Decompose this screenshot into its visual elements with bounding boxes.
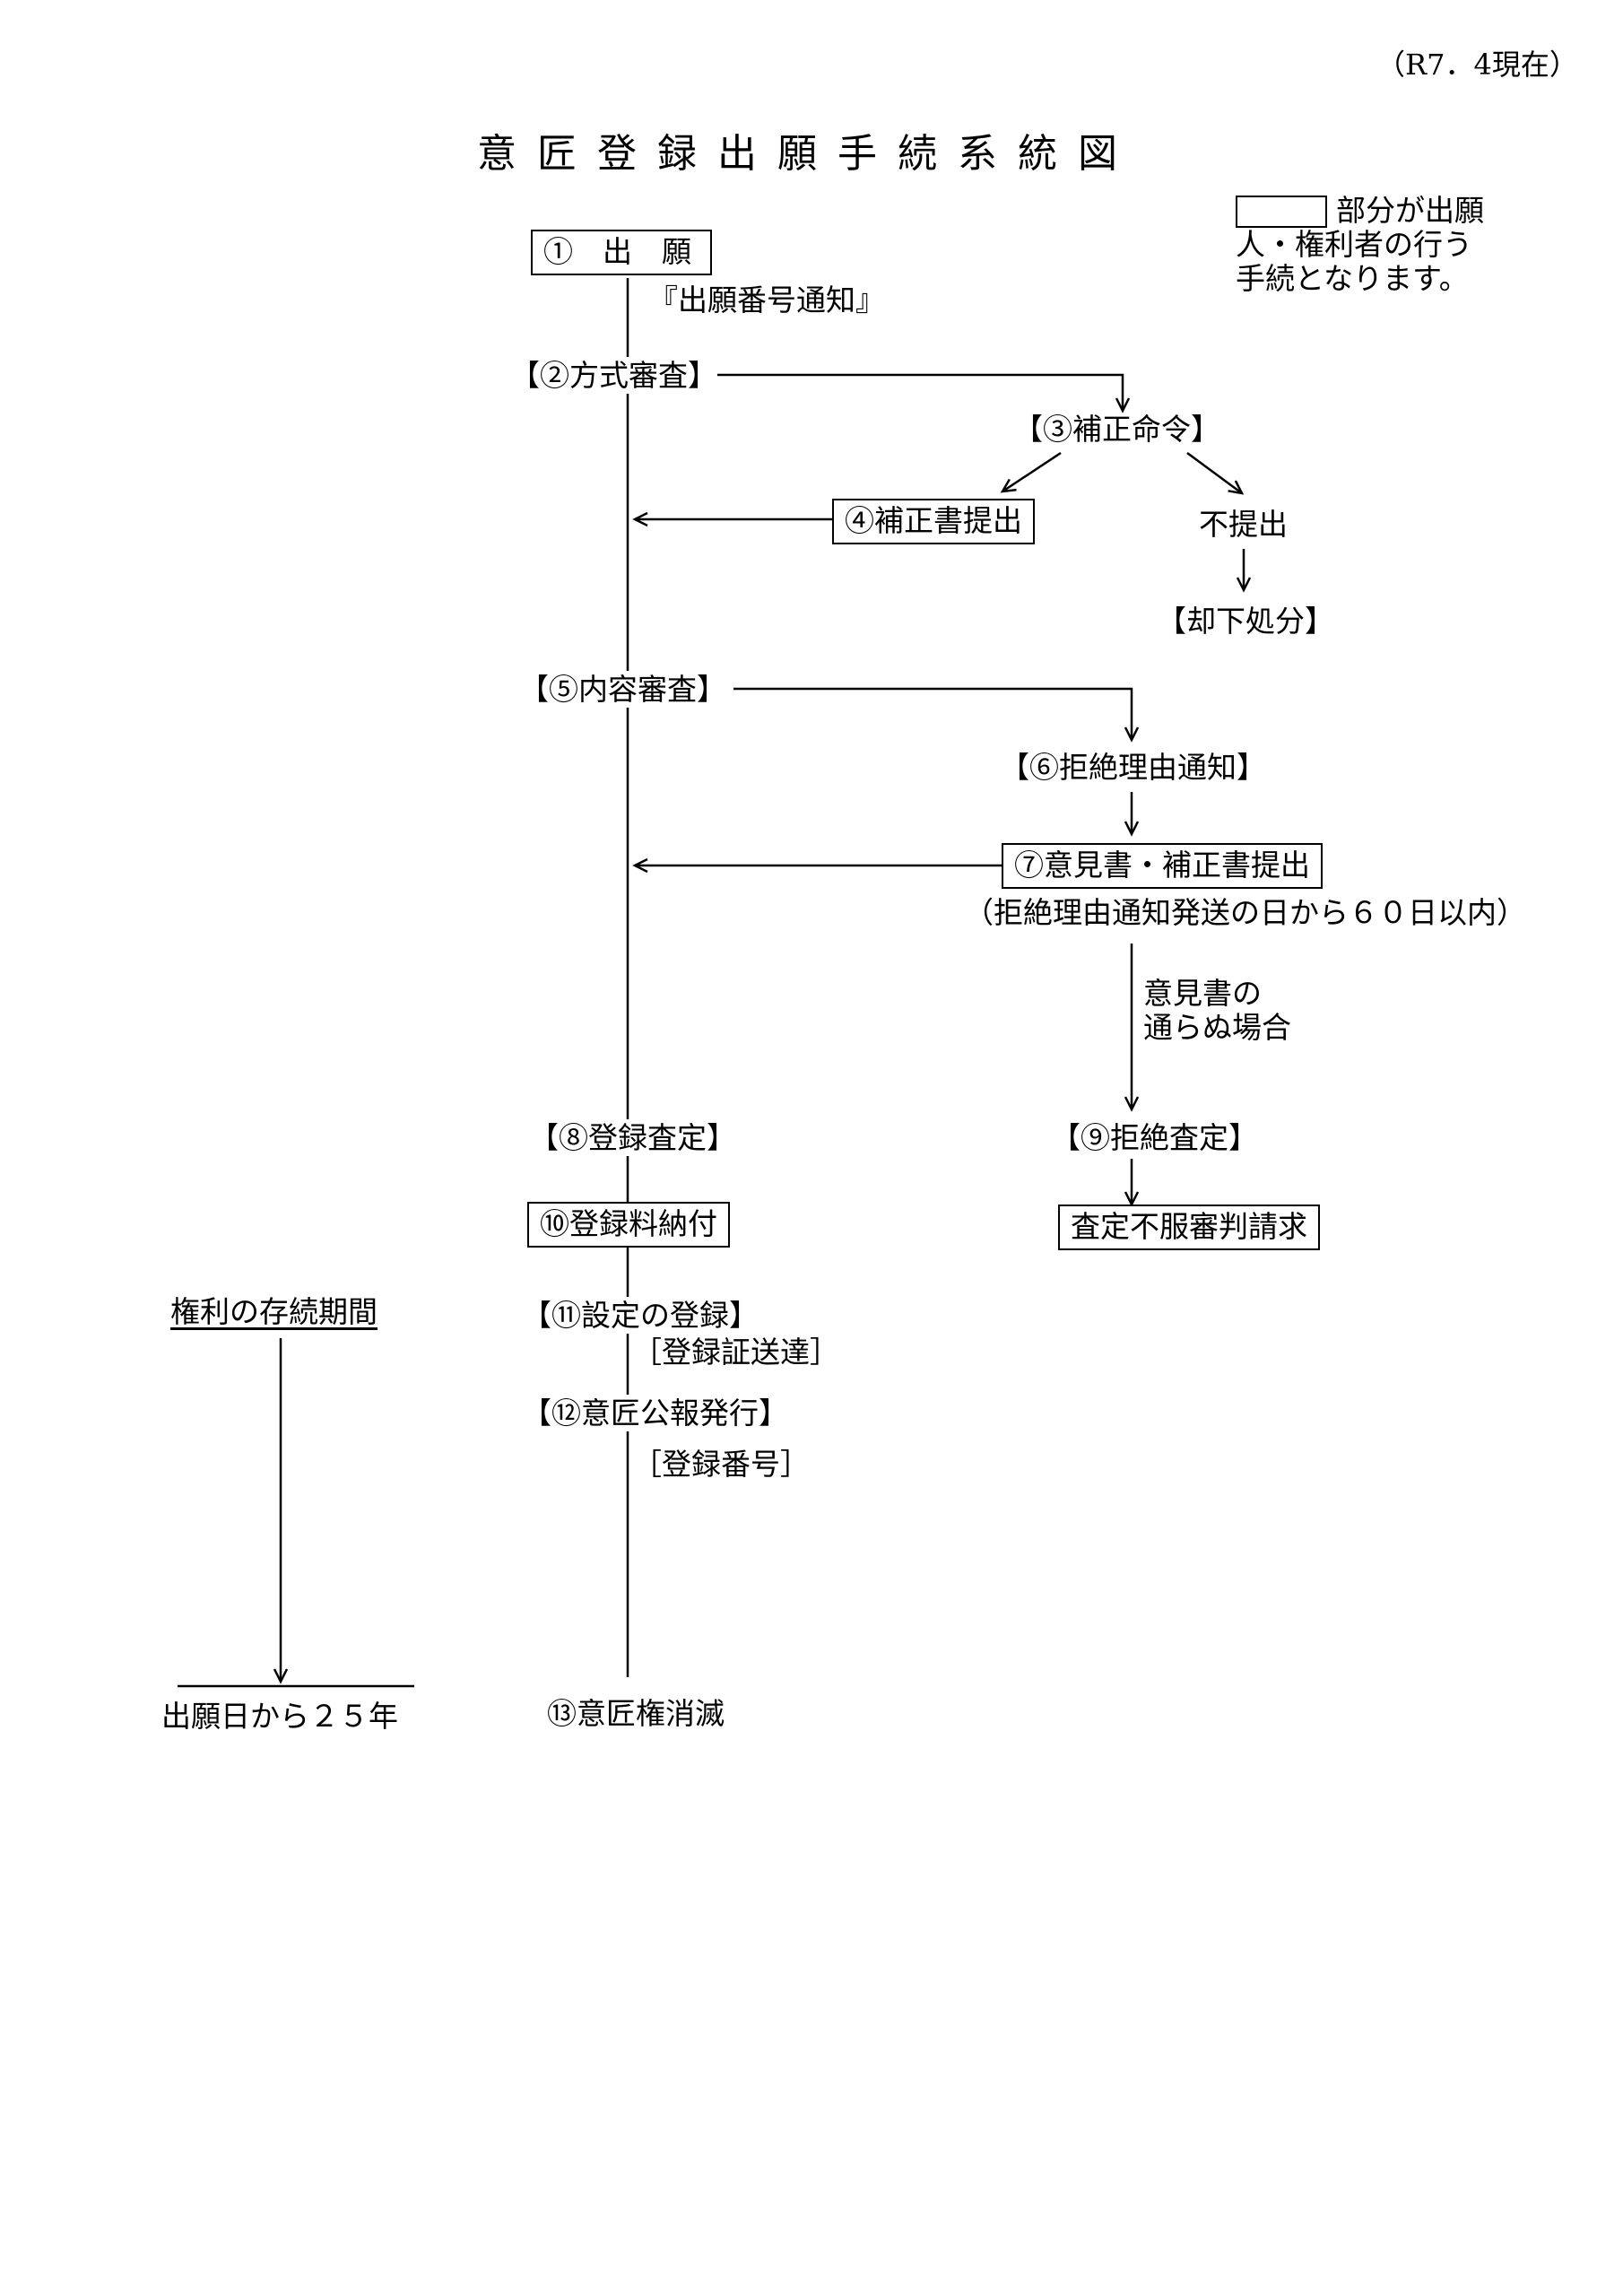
right-duration-end: 出願日から２５年 xyxy=(161,1699,398,1734)
step-substantive-exam: 【⑤内容審査】 xyxy=(519,671,726,709)
step-registration-decision: 【⑧登録査定】 xyxy=(529,1119,736,1157)
registration-number-note: ［登録番号］ xyxy=(632,1447,810,1482)
non-submission-label: 不提出 xyxy=(1199,507,1288,542)
step-establishment-registration: 【⑪設定の登録】 xyxy=(522,1297,759,1335)
step-amendment-submission: ④補正書提出 xyxy=(832,499,1035,545)
legend-line-1: 部分が出願 xyxy=(1336,193,1484,228)
opinion-fail-label-2: 通らぬ場合 xyxy=(1143,1010,1291,1045)
legend-box-sample xyxy=(1236,196,1327,228)
step-opinion-amendment-submission: ⑦意見書・補正書提出 xyxy=(1002,843,1323,890)
arrow-s3-to-s4 xyxy=(1000,451,1062,493)
step-rejection-decision: 【⑨拒絶査定】 xyxy=(1051,1120,1258,1155)
application-number-notice: 『出願番号通知』 xyxy=(648,283,885,317)
dismissal-label: 【却下処分】 xyxy=(1157,604,1334,639)
step-registration-fee-payment: ⑩登録料納付 xyxy=(527,1202,730,1248)
submission-deadline-note: （拒絶理由通知発送の日から６０日以内） xyxy=(964,895,1526,930)
appeal-against-rejection: 査定不服審判請求 xyxy=(1058,1205,1320,1251)
legend-line-3: 手続となります。 xyxy=(1236,261,1469,296)
step-formality-exam: 【②方式審査】 xyxy=(510,357,717,395)
step-design-gazette: 【⑫意匠公報発行】 xyxy=(522,1395,788,1432)
step-amendment-order: 【③補正命令】 xyxy=(1013,412,1220,447)
arrow-s3-to-non-submit xyxy=(1186,451,1245,495)
registration-certificate-note: ［登録証送達］ xyxy=(632,1335,839,1370)
step-application: ① 出 願 xyxy=(531,230,712,276)
page-title: 意匠登録出願手続系統図 xyxy=(477,131,1138,177)
legend-line-2: 人・権利者の行う xyxy=(1236,227,1472,262)
date-note: （R7．4現在） xyxy=(1376,48,1578,82)
right-duration-label: 権利の存続期間 xyxy=(170,1294,378,1329)
opinion-fail-label-1: 意見書の xyxy=(1143,976,1262,1011)
step-rejection-notice: 【⑥拒絶理由通知】 xyxy=(1000,750,1266,785)
arrow-s2-to-s3 xyxy=(717,373,1131,413)
arrow-s5-to-s6 xyxy=(733,687,1140,743)
step-design-right-expiry: ⑬意匠権消滅 xyxy=(547,1696,725,1731)
